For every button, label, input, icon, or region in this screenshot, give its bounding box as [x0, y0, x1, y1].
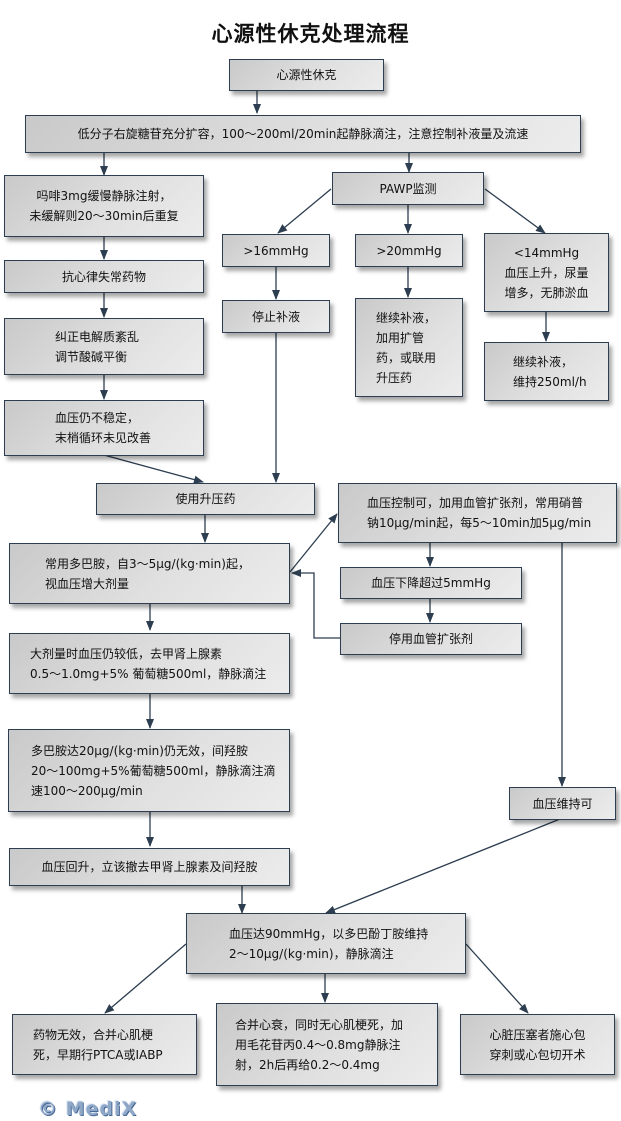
- node-unstable-bp: 血压仍不稳定， 末梢循环未见改善: [4, 400, 204, 456]
- arrow-pawp-to-lt14: [484, 188, 546, 234]
- node-tamponade: 心脏压塞者施心包 穿刺或心包切开术: [460, 1014, 615, 1075]
- node-use-vasopressor: 使用升压药: [96, 483, 315, 515]
- node-metaraminol: 多巴胺达20μg/(kg·min)仍无效，间羟胺 20～100mg+5%葡萄糖5…: [8, 729, 290, 812]
- node-bp-recover: 血压回升，立该撤去甲肾上腺素及间羟胺: [9, 848, 290, 886]
- node-antiarrhythmic: 抗心律失常药物: [4, 260, 204, 293]
- node-shock: 心源性休克: [229, 59, 384, 91]
- node-morphine: 吗啡3mg缓慢静脉注射， 未缓解则20～30min后重复: [4, 175, 204, 237]
- arrow-stopvaso-to-dopamine: [291, 569, 340, 639]
- node-digoxin: 合并心衰，同时无心肌梗死，加 用毛花苷丙0.4～0.8mg静脉注 射，2h后再给…: [216, 1003, 438, 1086]
- arrow-unstable-to-vasopressor: [103, 454, 204, 484]
- node-dextran: 低分子右旋糖苷充分扩容，100～200ml/20min起静脉滴注，注意控制补液量…: [25, 115, 581, 153]
- node-pawp-gt20: >20mmHg: [355, 234, 463, 267]
- node-bp-drop: 血压下降超过5mmHg: [340, 567, 522, 599]
- node-pawp-gt16: >16mmHg: [222, 234, 330, 267]
- node-continue-fluid-vasodilator: 继续补液， 加用扩管 药，或联用 升压药: [355, 298, 463, 397]
- node-vasodilator: 血压控制可，加用血管扩张剂，常用硝普 钠10μg/min起，每5～10min加5…: [338, 483, 617, 543]
- arrow-pawp-to-gt16: [277, 188, 332, 234]
- arrow-dobutamine-to-tamponade: [465, 943, 529, 1014]
- node-dobutamine: 血压达90mmHg，以多巴酚丁胺维持 2～10μg/(kg·min)，静脉滴注: [186, 913, 466, 974]
- node-pawp-lt14: <14mmHg 血压上升，尿量 增多，无肺淤血: [484, 233, 609, 312]
- node-ptca-iabp: 药物无效，合并心肌梗 死，早期行PTCA或IABP: [12, 1014, 197, 1075]
- node-electrolyte: 纠正电解质紊乱 调节酸碱平衡: [4, 318, 204, 375]
- arrow-dobutamine-to-ptca: [104, 943, 187, 1014]
- arrow-bpmaintained-to-dobutamine: [325, 818, 561, 914]
- node-dopamine: 常用多巴胺，自3～5μg/(kg·min)起， 视血压增大剂量: [9, 543, 290, 604]
- watermark: © MediX: [38, 1098, 138, 1120]
- node-bp-maintained: 血压维持可: [509, 787, 616, 820]
- arrow-dopamine-to-vasodilator: [289, 513, 338, 573]
- page-title: 心源性休克处理流程: [211, 22, 410, 46]
- node-pawp: PAWP监测: [332, 172, 484, 205]
- node-stop-vasodilator: 停用血管扩张剂: [340, 623, 522, 655]
- node-continue-fluid-250: 继续补液， 维持250ml/h: [484, 342, 609, 401]
- node-stop-fluid: 停止补液: [222, 300, 330, 333]
- node-norepinephrine: 大剂量时血压仍较低，去甲肾上腺素 0.5～1.0mg+5% 葡萄糖500ml，静…: [9, 633, 290, 694]
